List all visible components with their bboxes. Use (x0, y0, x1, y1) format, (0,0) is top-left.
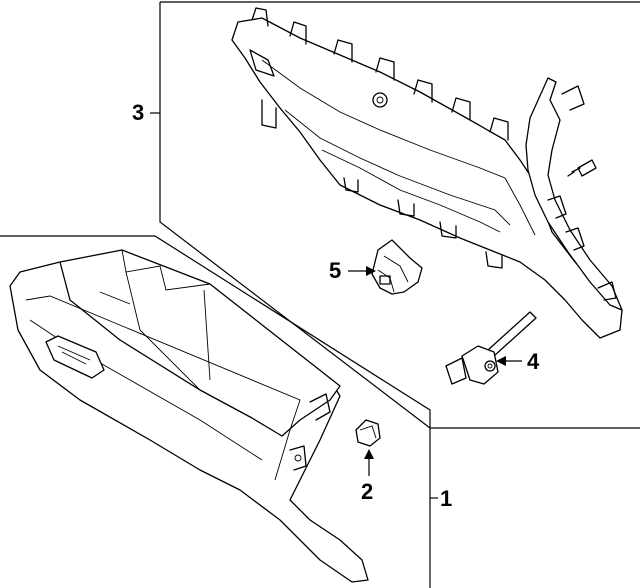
part-1-glove-box (9, 249, 369, 583)
part-2-stopper (355, 419, 381, 447)
callout-5: 5 (329, 258, 376, 283)
callout-4-label: 4 (527, 349, 540, 374)
part-5-clip (371, 239, 423, 295)
callout-5-label: 5 (329, 258, 341, 283)
part-3-bracket (231, 7, 623, 339)
callout-3: 3 (132, 100, 160, 125)
callout-1: 1 (430, 486, 452, 511)
part-4-damper (445, 311, 537, 385)
lower-group-frame (0, 235, 431, 588)
callout-4: 4 (496, 349, 540, 374)
callout-2-label: 2 (361, 479, 373, 504)
screw-fastener (567, 159, 597, 177)
callout-3-label: 3 (132, 100, 144, 125)
callout-1-label: 1 (440, 486, 452, 511)
callout-2: 2 (361, 449, 374, 504)
